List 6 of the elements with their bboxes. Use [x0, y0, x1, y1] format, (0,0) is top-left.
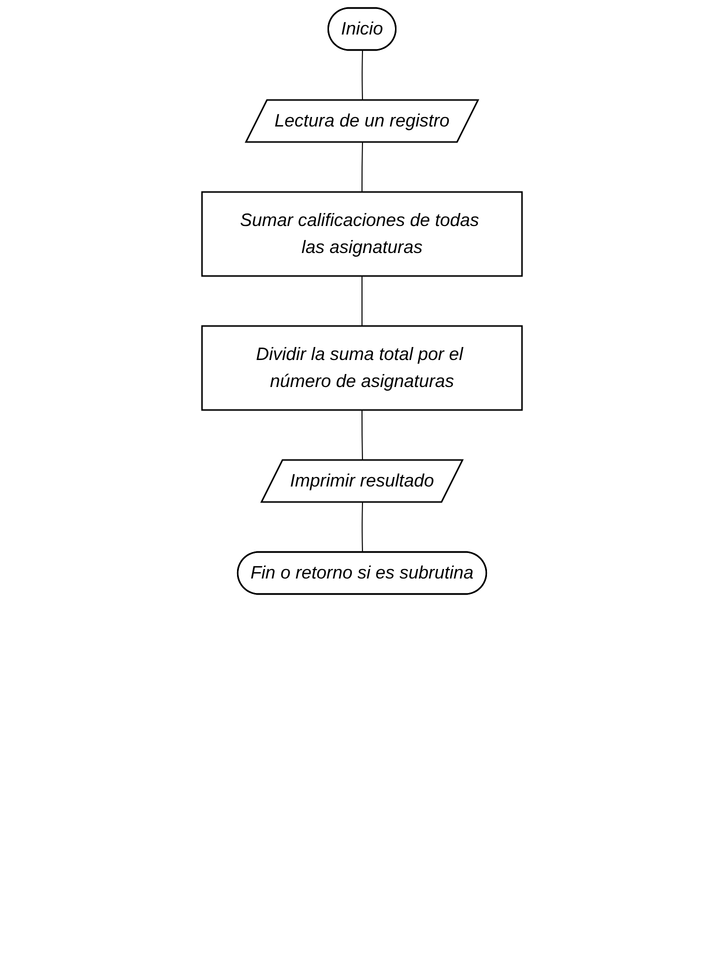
- node-box: Dividir la suma total por el número de asignaturas: [201, 325, 523, 411]
- connector: [362, 50, 363, 101]
- connector: [362, 142, 363, 192]
- connector: [362, 502, 363, 553]
- connector: [362, 410, 363, 461]
- node-box: Sumar calificaciones de todas las asignaturas: [201, 191, 523, 277]
